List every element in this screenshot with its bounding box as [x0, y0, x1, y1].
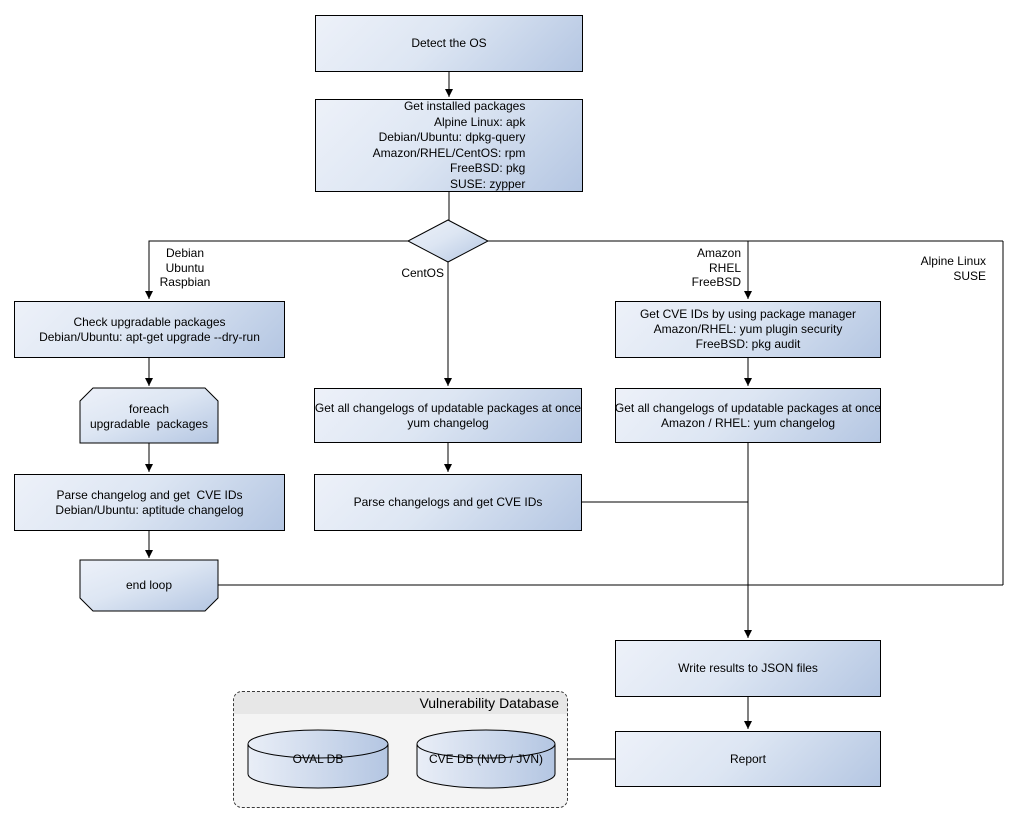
connector-branch-debian	[145, 240, 408, 299]
oval-db-cylinder-top	[247, 729, 389, 759]
node-get-cve-package-manager: Get CVE IDs by using package manager Ama…	[615, 301, 881, 358]
node-get-installed-packages: Get installed packages Alpine Linux: apk…	[315, 99, 583, 192]
cve-db-label: CVE DB (NVD / JVN)	[428, 751, 543, 766]
os-decision-diamond	[406, 219, 490, 263]
branch-label-centos: CentOS	[401, 266, 444, 280]
branch-label-debian: Debian Ubuntu Raspbian	[159, 246, 211, 289]
vulnerability-database-title: Vulnerability Database	[419, 695, 559, 711]
oval-db-label: OVAL DB	[292, 751, 344, 766]
branch-label-alpine: Alpine Linux SUSE	[920, 254, 986, 283]
end-loop-shape	[79, 559, 219, 612]
node-changelogs-amazon: Get all changelogs of updatable packages…	[615, 388, 881, 443]
node-end-loop-label: end loop	[125, 578, 173, 592]
branch-label-amazon: Amazon RHEL FreeBSD	[691, 246, 741, 289]
foreach-loop-shape	[79, 387, 219, 444]
vulnerability-database-header: Vulnerability Database	[234, 692, 567, 714]
node-parse-changelog-debian: Parse changelog and get CVE IDs Debian/U…	[14, 474, 285, 531]
node-check-upgradable: Check upgradable packages Debian/Ubuntu:…	[14, 301, 285, 358]
node-foreach-loop-label: foreach upgradable packages	[89, 401, 209, 431]
node-get-installed-packages-text: Get installed packages Alpine Linux: apk…	[372, 99, 526, 191]
node-report: Report	[615, 731, 881, 787]
cve-db-cylinder-top	[416, 729, 556, 759]
node-changelogs-centos: Get all changelogs of updatable packages…	[314, 388, 582, 443]
node-parse-changelogs-centos: Parse changelogs and get CVE IDs	[314, 474, 582, 531]
node-write-results: Write results to JSON files	[615, 640, 881, 697]
node-detect-os: Detect the OS	[315, 15, 583, 72]
